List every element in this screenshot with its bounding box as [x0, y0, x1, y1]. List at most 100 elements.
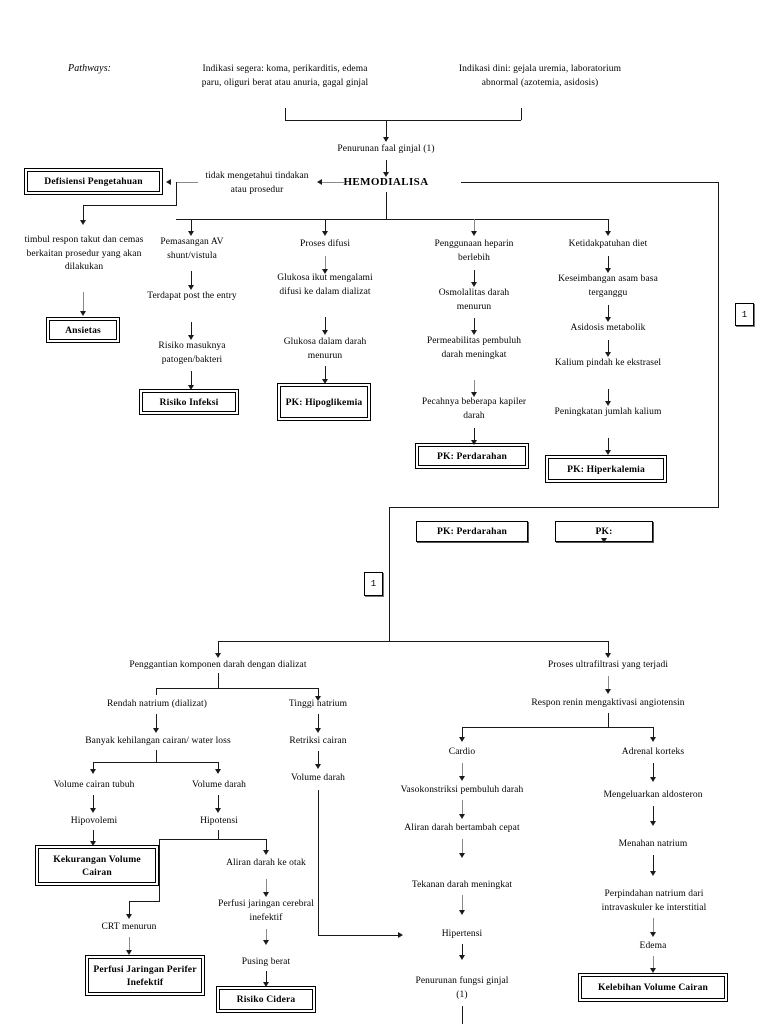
connector-tidak-mengetahui-left — [176, 182, 198, 183]
connector-volume-tengah-to-hipertensi — [318, 935, 400, 936]
connector-pecahnya-to-perdarahan — [474, 428, 475, 441]
box-pk-hiperkalemia[interactable]: PK: Hiperkalemia — [545, 455, 667, 483]
marker-connector-middle: 1 — [364, 572, 383, 596]
connector-permeabilitas-to-pecahnya — [474, 380, 475, 393]
connector-aliran-to-perfusi — [266, 879, 267, 893]
connector-defisiensi-to-respon — [83, 205, 177, 206]
node-timbul-respon: timbul respon takut dan cemas berkaitan … — [24, 235, 144, 272]
connector-branch-difusi — [325, 219, 326, 232]
node-banyak-kehilangan: Banyak kehilangan cairan/ water loss — [85, 736, 231, 746]
node-aliran-darah-otak: Aliran darah ke otak — [226, 858, 306, 868]
box-pk-perdarahan-atas[interactable]: PK: Perdarahan — [415, 443, 529, 469]
node-ketidakpatuhan-diet: Ketidakpatuhan diet — [568, 239, 648, 249]
node-proses-ultrafiltrasi: Proses ultrafiltrasi yang terjadi — [547, 660, 669, 670]
connector-hd-left — [322, 182, 344, 183]
node-proses-difusi: Proses difusi — [299, 239, 351, 249]
arrow-to-keseimbangan — [605, 268, 611, 273]
arrow-to-penggantian-komponen — [215, 653, 221, 658]
box-pk-perdarahan-tengah[interactable]: PK: Perdarahan — [416, 521, 528, 542]
connector-post-to-risiko — [191, 322, 192, 336]
connector-hd-right-to-marker — [389, 507, 390, 637]
arrow-to-terdapat-post — [188, 285, 194, 290]
connector-to-aliran-otak — [266, 839, 267, 851]
box-defisiensi-pengetahuan[interactable]: Defisiensi Pengetahuan — [24, 168, 163, 195]
connector-edema-to-box — [653, 956, 654, 969]
arrow-to-perpindahan-natrium — [650, 871, 656, 876]
connector-to-tinggi-natrium — [318, 688, 319, 697]
arrow-to-penggunaan-heparin — [471, 231, 477, 236]
node-penggantian-komponen: Penggantian komponen darah dengan dializ… — [129, 660, 307, 670]
connector-diet-to-keseimbangan — [608, 256, 609, 269]
arrow-to-volume-darah-kiri — [215, 769, 221, 774]
connector-trunk-lower — [389, 596, 390, 641]
arrow-to-proses-ultrafiltrasi — [605, 653, 611, 658]
box-risiko-infeksi[interactable]: Risiko Infeksi — [139, 389, 239, 415]
connector-hipertensi-to-penurunan — [462, 944, 463, 956]
connector-respon-down — [83, 205, 84, 221]
connector-aldosteron-to-menahan — [653, 806, 654, 822]
arrow-to-penurunan-faal — [383, 137, 389, 142]
arrow-to-vasokonstriksi — [459, 776, 465, 781]
box-kekurangan-volume-cairan[interactable]: Kekurangan Volume Cairan — [35, 845, 159, 886]
arrow-into-hipertensi — [398, 932, 403, 938]
arrow-to-asidosis — [605, 317, 611, 322]
arrow-to-tidak-mengetahui — [317, 179, 322, 185]
connector-to-adrenal — [653, 727, 654, 738]
connector-branch-diet — [608, 219, 609, 232]
arrow-to-volume-darah-tengah — [315, 764, 321, 769]
node-vasokonstriksi: Vasokonstriksi pembuluh darah — [400, 785, 524, 795]
node-keseimbangan: Keseimbangan asam basa terganggu — [558, 274, 658, 298]
node-volume-darah-tengah: Volume darah — [290, 773, 346, 783]
arrow-to-box-hipoglikemia — [322, 379, 328, 384]
connector-volume-to-hipovolemi — [93, 795, 94, 809]
box-kelebihan-volume-cairan[interactable]: Kelebihan Volume Cairan — [578, 973, 728, 1002]
connector-hipotensi-down — [218, 830, 219, 839]
node-menahan-natrium: Menahan natrium — [618, 839, 688, 849]
node-aliran-darah-cepat: Aliran darah bertambah cepat — [404, 823, 520, 833]
node-permeabilitas: Permeabilitas pembuluh darah meningkat — [426, 336, 522, 360]
connector-hd-down-to-bar — [386, 192, 387, 220]
node-tidak-mengetahui: tidak mengetahui tindakan atau prosedur — [205, 171, 309, 195]
connector-banyak-down — [156, 750, 157, 762]
connector-split-left — [218, 641, 219, 654]
connector-peningkatan-to-hiperkalemia — [608, 438, 609, 451]
box-risiko-cidera[interactable]: Risiko Cidera — [216, 986, 316, 1013]
connector-heparin-to-osmolalitas — [474, 270, 475, 283]
arrow-to-box-hiperkalemia — [605, 450, 611, 455]
connector-lower-split-bar — [218, 641, 609, 642]
arrow-to-pecahnya — [471, 392, 477, 397]
arrow-to-mengeluarkan-aldosteron — [650, 777, 656, 782]
connector-hd-right-bottom — [389, 507, 719, 508]
arrow-to-timbul-respon — [80, 220, 86, 225]
connector-difusi-to-glukosa-ikut — [325, 256, 326, 270]
connector-crt-down — [129, 901, 130, 915]
connector-branch-av — [191, 219, 192, 232]
node-penggunaan-heparin: Penggunaan heparin berlebih — [434, 239, 514, 263]
node-glukosa-dalam: Glukosa dalam darah menurun — [283, 337, 367, 361]
connector-indikasi-join — [285, 120, 521, 121]
connector-crt-to-perfusi-box — [129, 937, 130, 951]
box-pk-hipoglikemia[interactable]: PK: Hipoglikemia — [277, 383, 371, 421]
connector-to-rendah-natrium — [156, 688, 157, 695]
connector-defisiensi-down — [176, 182, 177, 205]
node-tekanan-darah: Tekanan darah meningkat — [411, 880, 513, 890]
arrow-to-pusing-berat — [263, 940, 269, 945]
node-mengeluarkan-aldosteron: Mengeluarkan aldosteron — [603, 790, 703, 800]
arrow-to-tinggi-natrium — [315, 696, 321, 701]
arrow-to-hipertensi — [459, 910, 465, 915]
node-peningkatan-kalium: Peningkatan jumlah kalium — [554, 407, 662, 417]
node-osmolalitas: Osmolalitas darah menurun — [438, 288, 510, 312]
arrow-to-box-kelebihan-volume — [650, 968, 656, 973]
arrow-to-glukosa-dalam — [322, 330, 328, 335]
connector-split-right — [608, 641, 609, 654]
box-ansietas[interactable]: Ansietas — [46, 317, 120, 343]
box-perfusi-jaringan-perifer[interactable]: Perfusi Jaringan Perifer Inefektif — [85, 955, 205, 996]
connector-perpindahan-to-edema — [653, 918, 654, 933]
arrow-to-kalium-pindah — [605, 352, 611, 357]
arrow-to-cardio — [459, 737, 465, 742]
arrow-to-tekanan-darah — [459, 853, 465, 858]
arrow-to-penurunan-fungsi — [459, 955, 465, 960]
connector-hd-right-down — [718, 182, 719, 507]
node-hipotensi: Hipotensi — [200, 816, 238, 826]
